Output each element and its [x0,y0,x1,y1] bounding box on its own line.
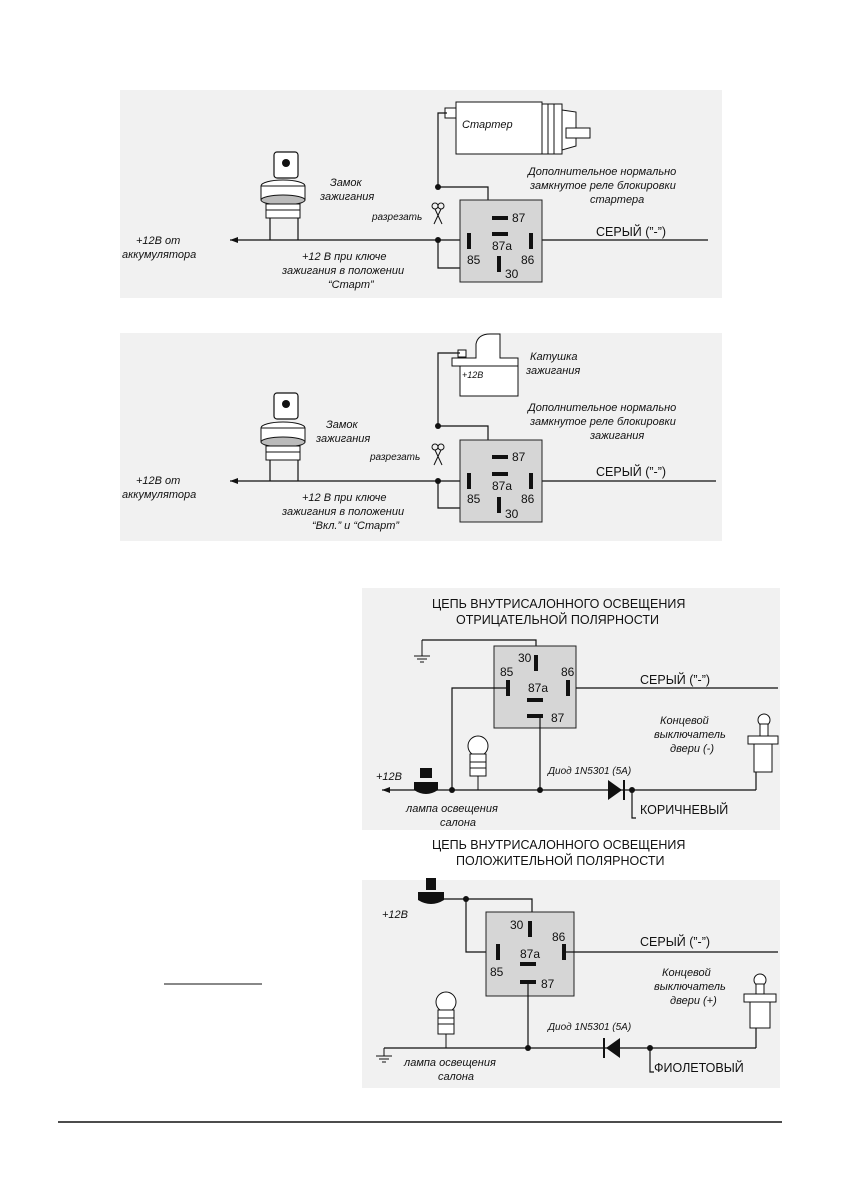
battery-label-2: аккумулятора [122,249,196,261]
lock-label-1: Замок [326,419,359,431]
gray-wire-label: СЕРЫЙ (”-”) [596,464,666,479]
key-note-3: “Вкл.” и “Старт” [312,520,400,532]
pin-86: 86 [521,253,535,267]
pin-86: 86 [521,492,535,506]
switch-label-1: Концевой [660,715,709,727]
pin-87: 87 [512,450,526,464]
pin-86: 86 [552,930,566,944]
plus12-label: +12В [376,771,402,783]
switch-label-2: выключатель [654,729,726,741]
fuse-icon [414,768,438,794]
switch-label-3: двери (+) [670,995,717,1007]
panel-background [120,333,722,541]
key-note-1: +12 В при ключе [302,492,386,504]
gray-wire-label: СЕРЫЙ (”-”) [640,934,710,949]
diagram-interior-light-positive: ЦЕПЬ ВНУТРИСАЛОННОГО ОСВЕЩЕНИЯ ПОЛОЖИТЕЛ… [362,838,780,1088]
pin-87: 87 [512,211,526,225]
ground-icon [376,1048,392,1063]
ground-icon [414,640,430,663]
cut-label: разрезать [369,452,420,463]
lamp-label-2: салона [440,817,476,829]
pin-30: 30 [510,918,524,932]
pin-85: 85 [467,492,481,506]
door-switch-icon [747,713,779,773]
title-line-1: ЦЕПЬ ВНУТРИСАЛОННОГО ОСВЕЩЕНИЯ [432,838,685,852]
pin-30: 30 [505,267,519,281]
pin-87a: 87a [528,681,548,695]
relay-desc-2: замкнутое реле блокировки [529,180,676,192]
relay-desc-1: Дополнительное нормально [526,402,676,414]
pin-30: 30 [518,651,532,665]
panel-background [120,90,722,298]
lamp-label-1: лампа освещения [405,803,498,815]
ignition-lock-icon [260,392,306,461]
starter-label: Стартер [462,119,513,131]
lock-label-2: зажигания [319,191,374,203]
relay-desc-3: стартера [590,194,644,206]
diode-label: Диод 1N5301 (5А) [547,766,631,777]
pin-85: 85 [490,965,504,979]
lamp-label-1: лампа освещения [403,1057,496,1069]
coil-label-1: Катушка [530,351,577,363]
diode-icon [608,780,625,800]
diode-label: Диод 1N5301 (5А) [547,1022,631,1033]
battery-label-2: аккумулятора [122,489,196,501]
diagram-interior-light-negative: ЦЕПЬ ВНУТРИСАЛОННОГО ОСВЕЩЕНИЯ ОТРИЦАТЕЛ… [362,588,780,830]
pin-87a: 87a [520,947,540,961]
plus12-label: +12В [382,909,408,921]
pin-86: 86 [561,665,575,679]
coil-label-2: зажигания [525,365,580,377]
diagram-ignition-block: +12В Катушка зажигания 87 87a 85 86 30 [120,333,722,541]
title-line-1: ЦЕПЬ ВНУТРИСАЛОННОГО ОСВЕЩЕНИЯ [432,597,685,611]
diagram-starter-block: Стартер 87 87a 85 86 30 [120,90,722,298]
brown-wire-label: КОРИЧНЕВЫЙ [640,802,728,817]
relay-desc-1: Дополнительное нормально [526,166,676,178]
gray-wire-label: СЕРЫЙ (”-”) [596,224,666,239]
lamp-label-2: салона [438,1071,474,1083]
key-note-2: зажигания в положении [281,506,404,518]
lock-label-2: зажигания [315,433,370,445]
gray-wire-label: СЕРЫЙ (”-”) [640,672,710,687]
lamp-icon [467,735,489,790]
switch-label-3: двери (-) [670,743,714,755]
lamp-icon [435,991,457,1048]
violet-wire-label: ФИОЛЕТОВЫЙ [654,1060,744,1075]
fuse-icon [418,878,444,904]
pin-30: 30 [505,507,519,521]
relay-box [459,199,543,283]
switch-label-2: выключатель [654,981,726,993]
key-note-2: зажигания в положении [281,265,404,277]
pin-87a: 87a [492,479,512,493]
relay-desc-2: замкнутое реле блокировки [529,416,676,428]
starter-icon [444,101,591,155]
relay-desc-3: зажигания [589,430,644,442]
ignition-coil-icon [451,333,519,397]
ignition-lock-icon [260,151,306,219]
switch-label-1: Концевой [662,967,711,979]
lock-label-1: Замок [330,177,363,189]
pin-87: 87 [551,711,565,725]
key-note-3: “Старт” [328,279,375,291]
coil-plus12-label: +12В [462,370,483,380]
pin-85: 85 [467,253,481,267]
key-note-1: +12 В при ключе [302,251,386,263]
door-switch-icon [743,973,777,1029]
pin-87a: 87a [492,239,512,253]
title-line-2: ОТРИЦАТЕЛЬНОЙ ПОЛЯРНОСТИ [456,612,659,627]
title-line-2: ПОЛОЖИТЕЛЬНОЙ ПОЛЯРНОСТИ [456,853,664,868]
battery-label-1: +12В от [136,475,180,487]
diode-icon [603,1038,620,1058]
pin-85: 85 [500,665,514,679]
battery-label-1: +12В от [136,235,180,247]
pin-87: 87 [541,977,555,991]
scissors-icon [431,443,445,466]
cut-label: разрезать [371,212,422,223]
scissors-icon [431,202,445,225]
